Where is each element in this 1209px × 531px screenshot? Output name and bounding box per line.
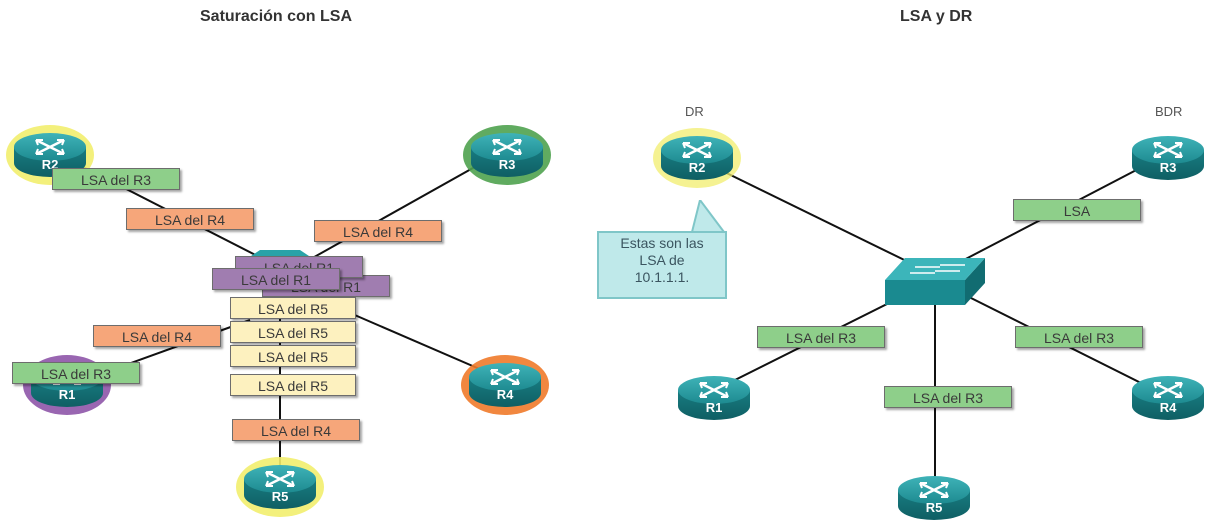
dr-label: DR (685, 104, 704, 119)
lsa-label-r4: LSA del R4 (314, 220, 442, 242)
callout-line: LSA de (639, 252, 685, 268)
callout-line: Estas son las (620, 235, 704, 251)
lsa-label-r5: LSA del R5 (230, 374, 356, 396)
lsa-label-r4: LSA del R4 (126, 208, 254, 230)
router-r5-left: R5 (236, 457, 324, 517)
router-label: R3 (1160, 160, 1177, 175)
lsa-label-r3: LSA del R3 (1015, 326, 1143, 348)
lsa-label-r4: LSA del R4 (232, 419, 360, 441)
callout-pointer (690, 200, 726, 233)
lsa-label-r5: LSA del R5 (230, 321, 356, 343)
router-label: R2 (689, 160, 706, 175)
right-panel-title: LSA y DR (900, 8, 973, 25)
router-r2-right: R2 (653, 128, 741, 188)
lsa-label-r4: LSA del R4 (93, 325, 221, 347)
router-r1-right: R1 (676, 374, 752, 422)
lsa-label-r3: LSA del R3 (757, 326, 885, 348)
lsa-label: LSA (1013, 199, 1141, 221)
left-panel-title: Saturación con LSA (200, 8, 353, 25)
lsa-label-r3: LSA del R3 (884, 386, 1012, 408)
callout-line: 10.1.1.1. (634, 269, 690, 285)
router-r3-right: R3 (1130, 134, 1206, 182)
bdr-label: BDR (1155, 104, 1183, 119)
lsa-label-r3: LSA del R3 (12, 362, 140, 384)
router-label: R4 (497, 387, 514, 402)
lsa-label-r5: LSA del R5 (230, 345, 356, 367)
router-label: R1 (706, 400, 723, 415)
router-label: R5 (272, 489, 289, 504)
router-r4-right: R4 (1130, 374, 1206, 422)
router-label: R1 (59, 387, 76, 402)
lsa-label-r1: LSA del R1 (212, 268, 340, 290)
router-label: R5 (926, 500, 943, 515)
router-r4-left: R4 (461, 355, 549, 415)
lsa-label-r3: LSA del R3 (52, 168, 180, 190)
callout-box: Estas son las LSA de 10.1.1.1. (597, 231, 727, 299)
router-r5-right: R5 (896, 474, 972, 522)
lsa-label-r5: LSA del R5 (230, 297, 356, 319)
router-r3-left: R3 (463, 125, 551, 185)
switch (885, 258, 985, 305)
router-label: R4 (1160, 400, 1177, 415)
router-label: R3 (499, 157, 516, 172)
